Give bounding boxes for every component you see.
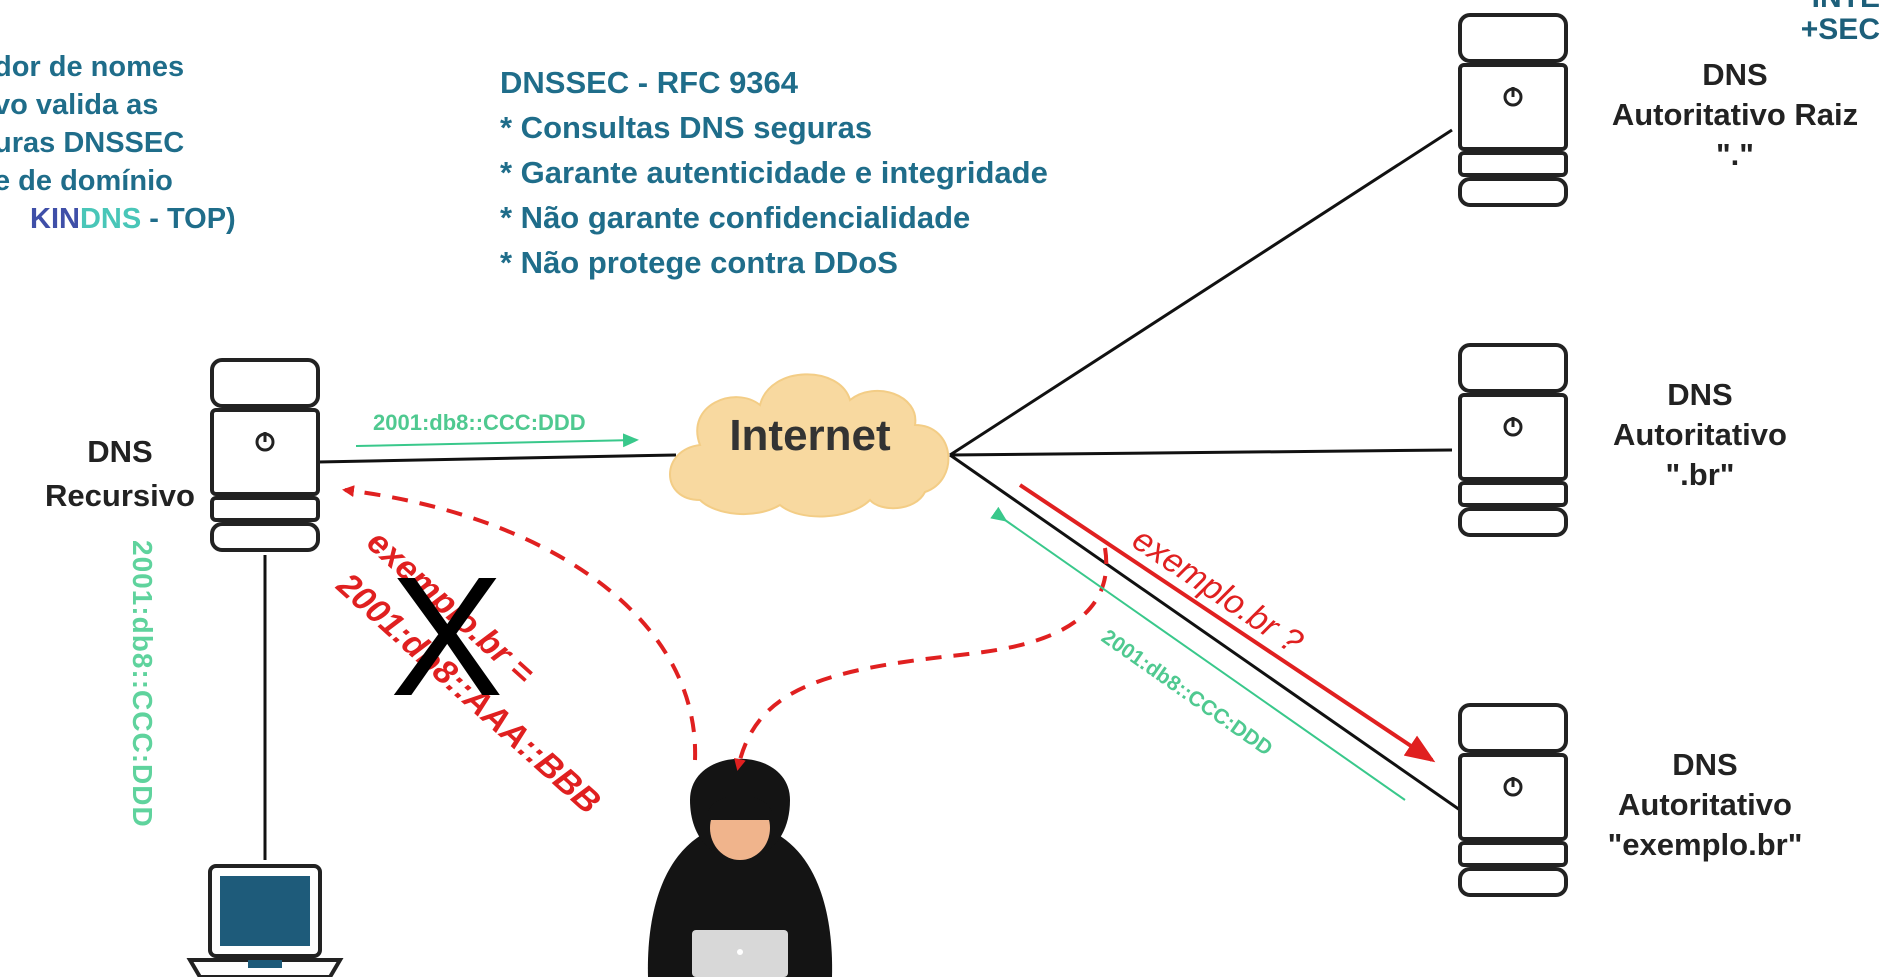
answer-label-top: 2001:db8::CCC:DDD	[373, 410, 586, 435]
server-br-line2: Autoritativo	[1613, 417, 1787, 452]
left-note-kin: KIN	[30, 203, 80, 235]
query-arrow	[1018, 483, 1436, 763]
server-br-icon	[1458, 343, 1568, 537]
link-exemplo	[949, 453, 1461, 812]
left-note-dns: DNS	[79, 203, 142, 235]
left-note-line: dor de nomes	[0, 51, 185, 83]
answer-arrow-diag	[990, 506, 1406, 801]
server-root-label: DNS Autoritativo Raiz "."	[1595, 55, 1875, 175]
link-root	[949, 128, 1453, 457]
dnssec-item: * Consultas DNS seguras	[500, 110, 873, 145]
logo-line2: +SEC	[1800, 13, 1880, 46]
server-recursive-label: DNS Recursivo	[35, 430, 205, 518]
server-root-icon	[1458, 13, 1568, 207]
left-note-line: uras DNSSEC	[0, 127, 185, 159]
left-note-line-last: KINDNS - TOP)	[0, 200, 236, 238]
server-br-label: DNS Autoritativo ".br"	[1590, 375, 1810, 495]
server-root-line3: "."	[1715, 137, 1754, 172]
server-recursive-line2: Recursivo	[45, 478, 195, 513]
server-root-line1: DNS	[1702, 57, 1768, 92]
server-exemplo-line2: Autoritativo	[1618, 787, 1792, 822]
left-note-line: vo valida as	[0, 89, 159, 121]
dnssec-item: * Não garante confidencialidade	[500, 200, 971, 235]
answer-label-diag: 2001:db8::CCC:DDD	[1097, 625, 1277, 760]
answer-label-vertical: 2001:db8::CCC:DDD	[127, 540, 158, 828]
spoof-path-to-recursive	[342, 485, 698, 761]
link-br	[949, 448, 1453, 457]
server-br-line1: DNS	[1667, 377, 1733, 412]
link-recursive	[317, 453, 677, 464]
spoof-path-to-hacker	[734, 547, 1109, 771]
server-exemplo-line3: "exemplo.br"	[1607, 827, 1803, 862]
server-recursive-icon	[210, 358, 320, 552]
dnssec-item: * Não protege contra DDoS	[500, 245, 898, 280]
dnssec-box: DNSSEC - RFC 9364 * Consultas DNS segura…	[500, 60, 1048, 285]
logo-line1: INTE	[1801, 0, 1880, 14]
answer-arrow-top	[355, 433, 639, 448]
internet-label: Internet	[729, 411, 891, 460]
left-note-line: e de domínio	[0, 165, 173, 197]
cross-mark: X	[390, 542, 503, 732]
server-root-line2: Autoritativo Raiz	[1611, 97, 1859, 132]
hacker-icon	[647, 758, 833, 977]
internet-cloud	[669, 373, 950, 518]
server-br-line3: ".br"	[1665, 457, 1735, 492]
server-recursive-line1: DNS	[87, 434, 153, 469]
server-exemplo-line1: DNS	[1672, 747, 1738, 782]
dnssec-title: DNSSEC - RFC 9364	[500, 65, 799, 100]
dnssec-item: * Garante autenticidade e integridade	[500, 155, 1048, 190]
laptop-icon	[186, 864, 344, 977]
server-exemplo-icon	[1458, 703, 1568, 897]
server-exemplo-label: DNS Autoritativo "exemplo.br"	[1585, 745, 1825, 865]
left-note-suffix: - TOP)	[141, 203, 236, 235]
left-note: dor de nomes vo valida as uras DNSSEC e …	[0, 48, 236, 238]
logo: INTE +SEC	[1801, 0, 1880, 46]
connection-lines	[263, 128, 1461, 860]
